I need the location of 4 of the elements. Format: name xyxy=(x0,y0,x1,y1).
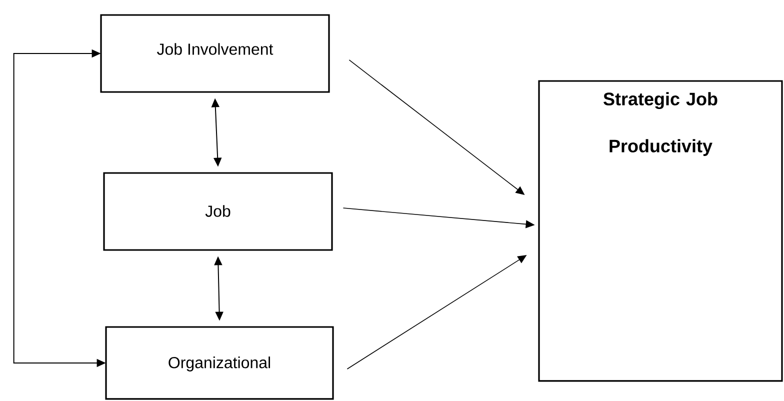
result-box: Strategic Job Productivity xyxy=(538,80,783,382)
factor-box: Job xyxy=(103,172,333,251)
factor-box: Job Involvement xyxy=(100,14,330,93)
factor-box: Organizational xyxy=(105,326,334,400)
